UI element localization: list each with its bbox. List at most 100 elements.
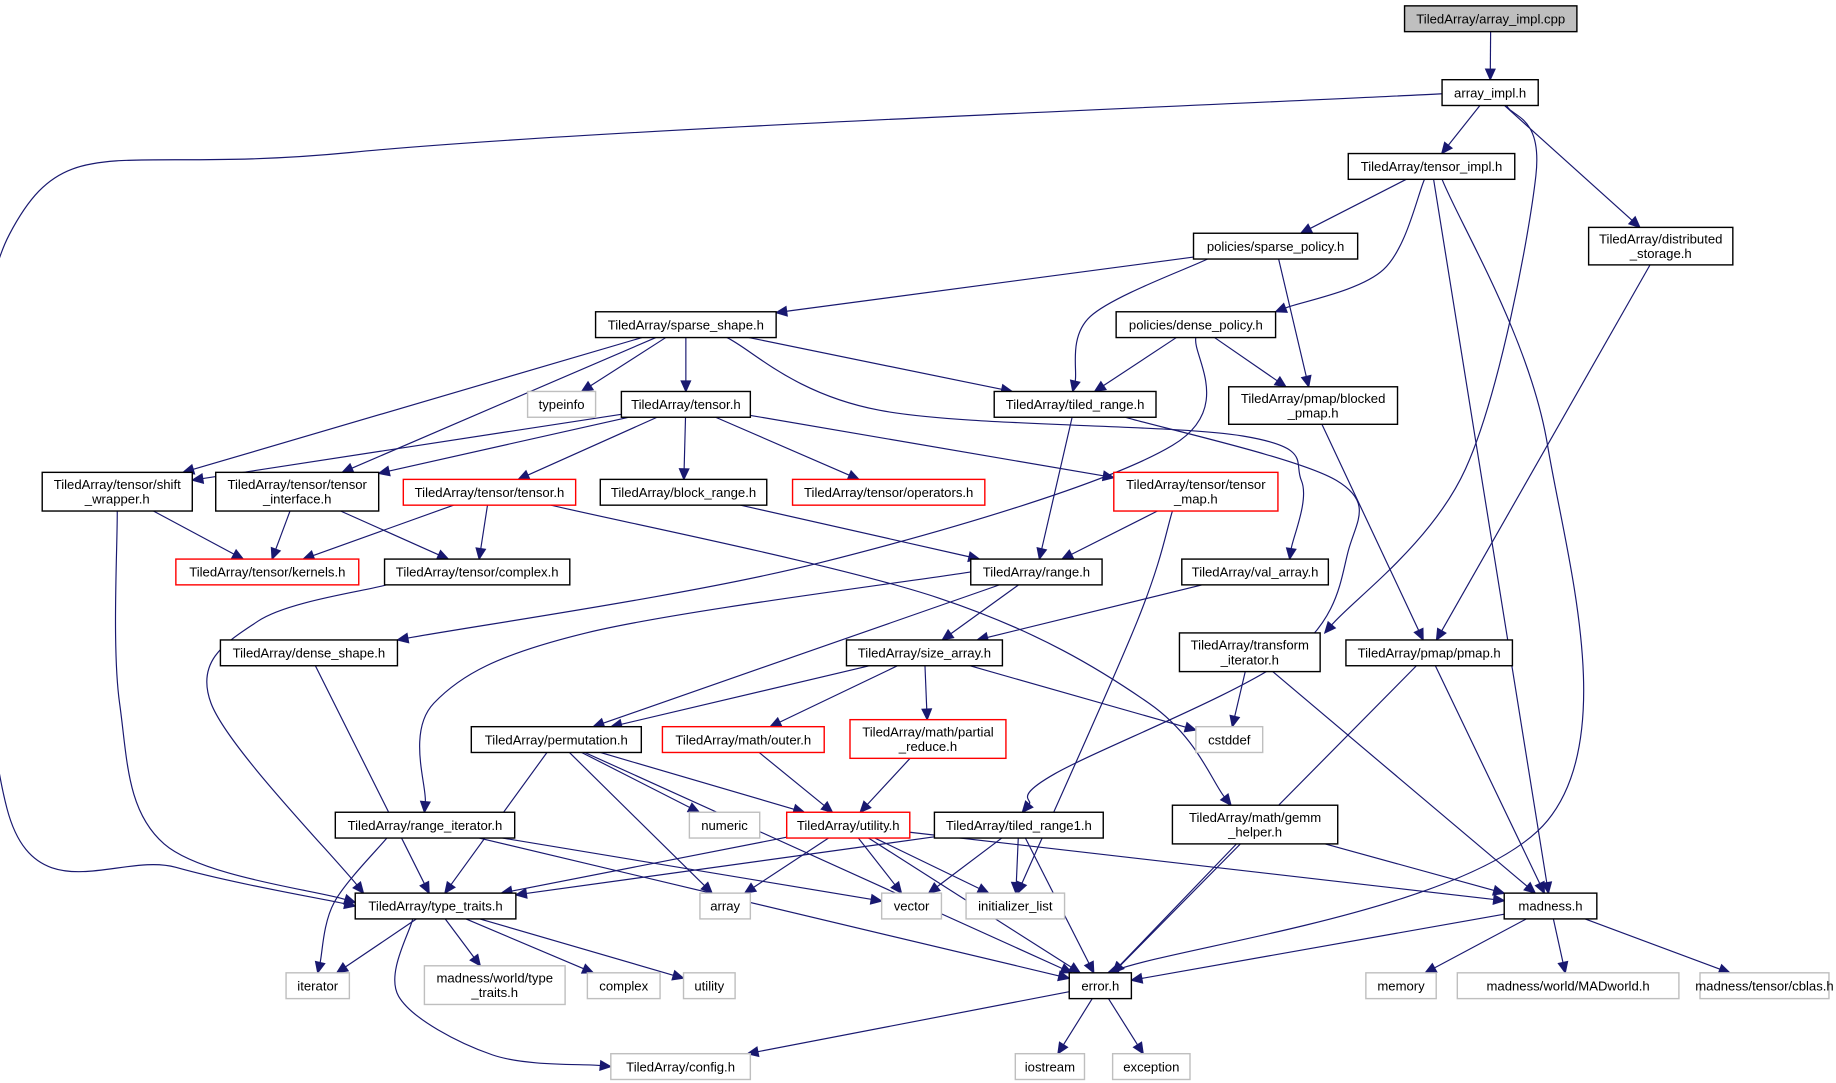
node-size-array[interactable]: TiledArray/size_array.h [845, 639, 1004, 667]
node-box[interactable] [1503, 892, 1598, 920]
node-box[interactable] [620, 390, 752, 418]
node-label: _pmap.h [1287, 406, 1339, 421]
edge-line [924, 665, 928, 710]
node-sparse-policy[interactable]: policies/sparse_policy.h [1192, 232, 1359, 260]
node-box[interactable] [215, 471, 380, 512]
node-box[interactable] [599, 478, 768, 506]
node-box[interactable] [993, 390, 1157, 418]
node-tiled-range[interactable]: TiledArray/tiled_range.h [993, 390, 1157, 418]
node-label: TiledArray/tensor/shift [54, 477, 181, 492]
arrowhead-icon [680, 380, 692, 393]
node-box[interactable] [219, 639, 399, 667]
node-block-range[interactable]: TiledArray/block_range.h [599, 478, 768, 506]
node-gemm-helper[interactable]: TiledArray/math/gemm_helper.h [1171, 804, 1339, 845]
node-box[interactable] [1587, 226, 1734, 266]
arrowhead-icon [1021, 800, 1034, 814]
node-dense-shape[interactable]: TiledArray/dense_shape.h [219, 639, 399, 667]
edge-line [1434, 918, 1527, 969]
node-box[interactable] [383, 558, 571, 586]
arrowhead-icon [419, 880, 430, 895]
node-dense-policy[interactable]: policies/dense_policy.h [1115, 311, 1277, 339]
node-box[interactable] [1171, 804, 1339, 845]
node-transform-iterator[interactable]: TiledArray/transform_iterator.h [1178, 632, 1321, 673]
edge-sparse_shape-to-tensor_interface [340, 337, 657, 474]
node-array-impl[interactable]: array_impl.h [1441, 78, 1539, 107]
edge-utility_h-to-vector [857, 837, 903, 895]
edge-transform_iterator-to-madness [1272, 671, 1537, 895]
arrowhead-icon [890, 880, 903, 895]
arrowhead-icon [1183, 721, 1198, 733]
node-operators[interactable]: TiledArray/tensor/operators.h [791, 478, 986, 506]
node-box[interactable] [970, 558, 1103, 586]
node-tensor-impl[interactable]: TiledArray/tensor_impl.h [1347, 152, 1516, 181]
node-box[interactable] [175, 558, 360, 586]
node-box[interactable] [849, 718, 1007, 760]
arrowhead-icon [270, 546, 282, 561]
node-complex-h[interactable]: TiledArray/tensor/complex.h [383, 558, 571, 586]
edge-line [1119, 843, 1237, 966]
node-tensor-map[interactable]: TiledArray/tensor/tensor_map.h [1113, 471, 1279, 512]
node-box[interactable] [1347, 152, 1516, 181]
node-error[interactable]: error.h [1068, 972, 1133, 1000]
node-box [880, 892, 943, 920]
node-shift-wrapper[interactable]: TiledArray/tensor/shift_wrapper.h [41, 471, 193, 512]
node-distributed-storage[interactable]: TiledArray/distributed_storage.h [1587, 226, 1734, 266]
node-utility-h[interactable]: TiledArray/utility.h [785, 811, 911, 839]
node-label: TiledArray/array_impl.cpp [1416, 11, 1565, 26]
node-val-array[interactable]: TiledArray/val_array.h [1181, 558, 1330, 586]
node-box[interactable] [661, 725, 825, 754]
node-range[interactable]: TiledArray/range.h [970, 558, 1103, 586]
node-tensor-interface[interactable]: TiledArray/tensor/tensor_interface.h [215, 471, 380, 512]
node-type-traits[interactable]: TiledArray/type_traits.h [354, 892, 517, 920]
node-label: TiledArray/tiled_range1.h [946, 818, 1092, 833]
node-box[interactable] [41, 471, 193, 512]
node-box[interactable] [1113, 471, 1279, 512]
node-box[interactable] [594, 311, 777, 339]
arrowhead-icon [1132, 1041, 1144, 1055]
node-box[interactable] [334, 811, 516, 839]
node-box[interactable] [470, 725, 643, 754]
node-root[interactable]: TiledArray/array_impl.cpp [1403, 5, 1578, 33]
node-label: TiledArray/tensor.h [631, 397, 741, 412]
node-exception: exception [1111, 1052, 1191, 1081]
node-box[interactable] [354, 892, 517, 920]
arrowhead-icon [230, 548, 245, 560]
edge-line [388, 416, 629, 472]
node-tensor-tensor[interactable]: TiledArray/tensor/tensor.h [402, 478, 577, 506]
node-box[interactable] [791, 478, 986, 506]
node-box[interactable] [1115, 311, 1277, 339]
node-madness[interactable]: madness.h [1503, 892, 1598, 920]
node-box[interactable] [1227, 386, 1399, 425]
arrowhead-icon [1067, 962, 1082, 974]
node-box[interactable] [933, 811, 1104, 839]
node-outer[interactable]: TiledArray/math/outer.h [661, 725, 825, 754]
node-kernels[interactable]: TiledArray/tensor/kernels.h [175, 558, 360, 586]
arrowhead-icon [419, 800, 431, 814]
node-partial-reduce[interactable]: TiledArray/math/partial_reduce.h [849, 718, 1007, 760]
node-box[interactable] [1181, 558, 1330, 586]
node-box[interactable] [1403, 5, 1578, 33]
node-range-iterator[interactable]: TiledArray/range_iterator.h [334, 811, 516, 839]
arrowhead-icon [921, 708, 933, 722]
edge-utility_h-to-madness [909, 831, 1506, 905]
node-sparse-shape[interactable]: TiledArray/sparse_shape.h [594, 311, 777, 339]
node-box [586, 972, 661, 1000]
node-box[interactable] [1441, 78, 1539, 107]
node-tiled-range1[interactable]: TiledArray/tiled_range1.h [933, 811, 1104, 839]
node-box[interactable] [402, 478, 577, 506]
node-label: _storage.h [1629, 246, 1692, 261]
arrowhead-icon [859, 800, 872, 814]
node-box[interactable] [1345, 639, 1514, 667]
node-box[interactable] [785, 811, 911, 839]
node-box[interactable] [1192, 232, 1359, 260]
node-permutation[interactable]: TiledArray/permutation.h [470, 725, 643, 754]
node-tensor-h[interactable]: TiledArray/tensor.h [620, 390, 752, 418]
edge-tensor_h-to-operators [715, 416, 861, 481]
node-label: _reduce.h [898, 739, 957, 754]
node-box[interactable] [1178, 632, 1321, 673]
node-pmap[interactable]: TiledArray/pmap/pmap.h [1345, 639, 1514, 667]
edge-line [1504, 105, 1633, 221]
node-box[interactable] [845, 639, 1004, 667]
node-blocked-pmap[interactable]: TiledArray/pmap/blocked_pmap.h [1227, 386, 1399, 425]
node-box[interactable] [1068, 972, 1133, 1000]
